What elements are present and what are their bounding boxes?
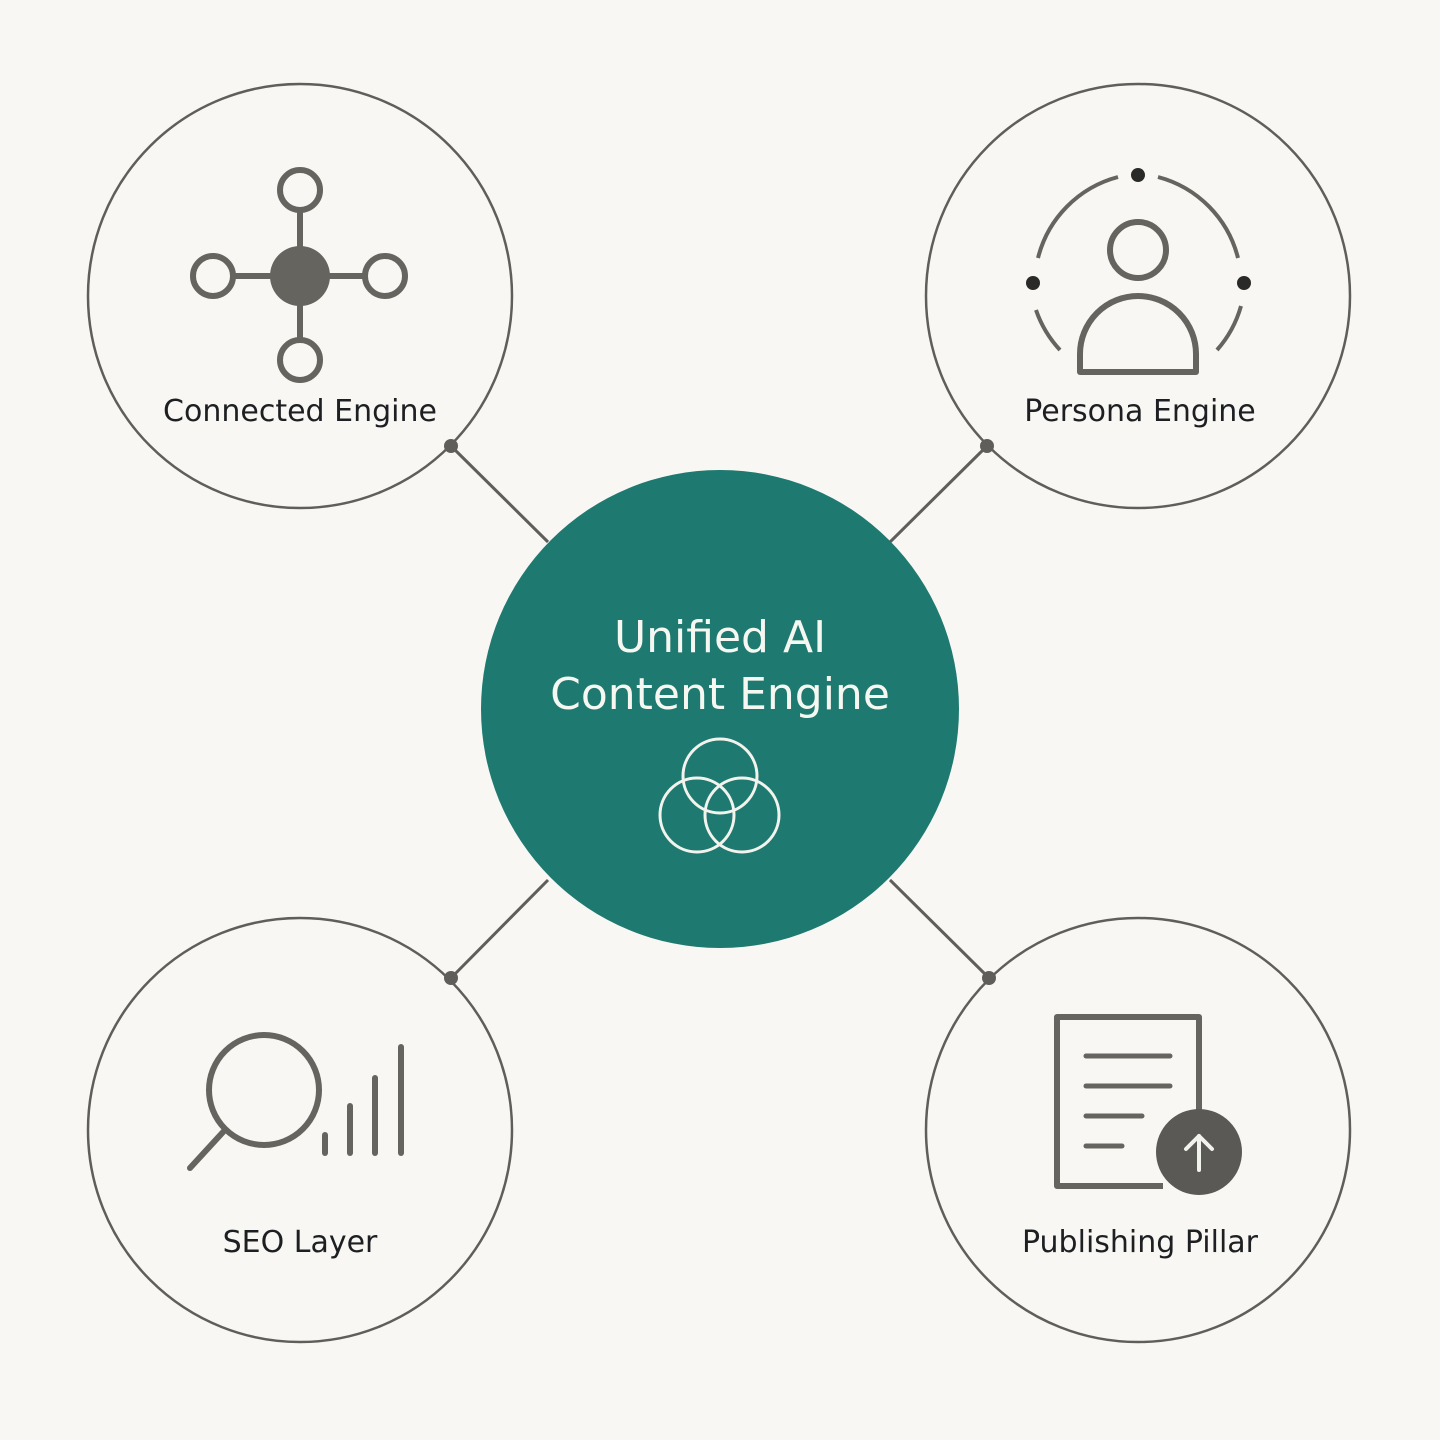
center-node[interactable]: Unified AI Content Engine <box>481 470 959 948</box>
node-label-persona-engine: Persona Engine <box>1024 394 1256 429</box>
node-label-connected-engine: Connected Engine <box>163 394 437 429</box>
node-connected-engine[interactable]: Connected Engine <box>163 167 437 429</box>
connector-publishing-pillar <box>888 878 991 980</box>
node-outlines <box>86 82 1352 1344</box>
document-upload-icon <box>1054 1014 1242 1195</box>
node-label-seo-layer: SEO Layer <box>223 1225 378 1260</box>
node-seo-layer[interactable]: SEO Layer <box>187 1032 404 1260</box>
connector-connected-engine <box>449 444 550 544</box>
node-circle-publishing-pillar[interactable] <box>924 916 1352 1344</box>
connector-dot <box>444 439 458 453</box>
search-analytics-icon <box>187 1032 404 1171</box>
node-persona-engine[interactable]: Persona Engine <box>1024 168 1256 429</box>
connector-dots <box>444 439 996 985</box>
venn-three-circles-icon <box>658 737 781 854</box>
network-hub-icon <box>190 167 408 383</box>
persona-user-orbit-icon <box>1026 168 1251 375</box>
node-circle-seo-layer[interactable] <box>86 916 514 1344</box>
node-circle-persona-engine[interactable] <box>924 82 1352 510</box>
center-circle[interactable] <box>481 470 959 948</box>
node-publishing-pillar[interactable]: Publishing Pillar <box>1022 1014 1259 1260</box>
center-title-line2: Content Engine <box>550 669 890 720</box>
connectors <box>449 444 991 980</box>
connector-dot <box>982 971 996 985</box>
connector-dot <box>980 439 994 453</box>
center-title-line1: Unified AI <box>614 612 826 663</box>
connector-persona-engine <box>888 444 989 544</box>
node-label-publishing-pillar: Publishing Pillar <box>1022 1225 1259 1260</box>
node-circle-connected-engine[interactable] <box>86 82 514 510</box>
connector-seo-layer <box>449 878 550 980</box>
connector-dot <box>444 971 458 985</box>
